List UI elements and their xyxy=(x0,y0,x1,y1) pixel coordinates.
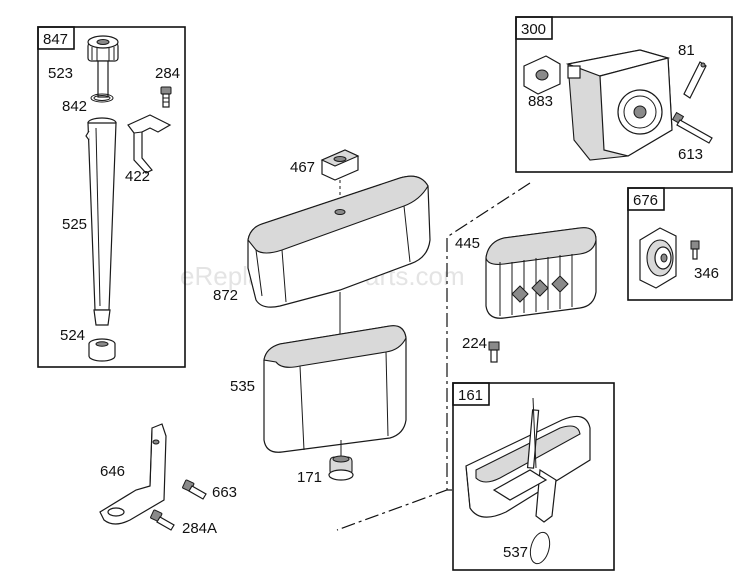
part-537-gasket xyxy=(529,531,551,565)
part-224-screw xyxy=(488,341,500,363)
box-161-label: 161 xyxy=(458,387,483,404)
label-842: 842 xyxy=(62,98,87,115)
label-525: 525 xyxy=(62,216,87,233)
label-872: 872 xyxy=(213,287,238,304)
part-284-screw xyxy=(160,86,172,108)
part-613-bolt xyxy=(671,111,713,144)
box-300-frame xyxy=(515,16,733,173)
box-676: 676 xyxy=(627,187,733,301)
box-847-tag xyxy=(37,26,75,50)
part-445-filter xyxy=(485,227,597,319)
label-284A: 284A xyxy=(182,520,217,537)
part-525-tube xyxy=(85,117,117,326)
part-284A-screw xyxy=(150,509,175,531)
part-523-cap xyxy=(87,35,119,98)
part-161-base xyxy=(465,397,591,523)
label-537: 537 xyxy=(503,544,528,561)
box-161-frame xyxy=(452,382,615,571)
part-muffler xyxy=(565,49,673,161)
box-161-tag xyxy=(452,382,490,406)
part-663-screw xyxy=(182,479,207,500)
box-676-frame xyxy=(627,187,733,301)
part-524-grommet xyxy=(88,338,116,362)
part-535-precleaner xyxy=(263,325,407,453)
part-467-grommet xyxy=(320,149,360,205)
label-422: 422 xyxy=(125,168,150,185)
part-81-strap xyxy=(683,61,707,99)
label-224: 224 xyxy=(462,335,487,352)
label-883: 883 xyxy=(528,93,553,110)
label-467: 467 xyxy=(290,159,315,176)
part-872-cover xyxy=(247,175,431,440)
part-171-grommet xyxy=(328,440,354,481)
label-523: 523 xyxy=(48,65,73,82)
box-847: 847 xyxy=(37,26,186,368)
label-524: 524 xyxy=(60,327,85,344)
label-81: 81 xyxy=(678,42,695,59)
label-284: 284 xyxy=(155,65,180,82)
box-300: 300 xyxy=(515,16,733,173)
part-842-oring xyxy=(90,93,114,103)
box-847-frame xyxy=(37,26,186,368)
box-300-tag xyxy=(515,16,553,40)
label-535: 535 xyxy=(230,378,255,395)
box-847-label: 847 xyxy=(43,31,68,48)
label-346: 346 xyxy=(694,265,719,282)
box-300-label: 300 xyxy=(521,21,546,38)
label-613: 613 xyxy=(678,146,703,163)
box-161: 161 xyxy=(452,382,615,571)
label-171: 171 xyxy=(297,469,322,486)
part-422-bracket xyxy=(127,114,172,174)
leader-line-left xyxy=(336,182,531,531)
part-646-bracket xyxy=(99,423,167,525)
part-676-cap xyxy=(639,227,677,289)
label-663: 663 xyxy=(212,484,237,501)
label-445: 445 xyxy=(455,235,480,252)
box-676-tag xyxy=(627,187,665,211)
label-646: 646 xyxy=(100,463,125,480)
part-346-screw xyxy=(690,240,700,260)
box-676-label: 676 xyxy=(633,192,658,209)
part-883-gasket xyxy=(523,55,561,95)
